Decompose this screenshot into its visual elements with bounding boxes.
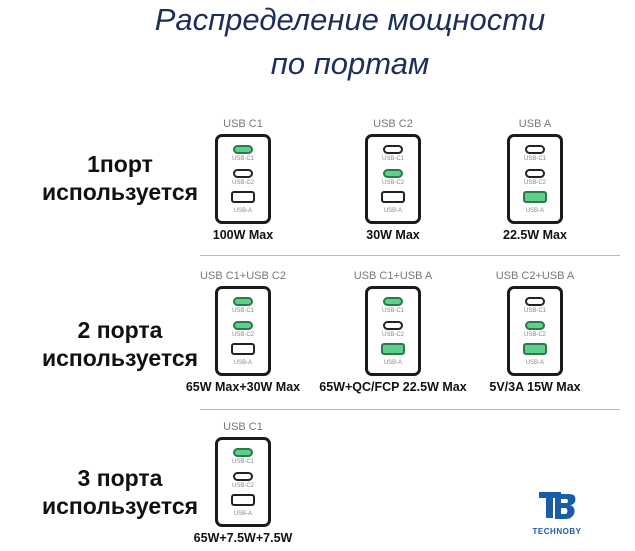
config-header: USB C1 bbox=[223, 421, 263, 433]
config-header: USB A bbox=[518, 118, 552, 130]
usb-c1-port-icon bbox=[233, 297, 253, 306]
usb-c2-port-icon bbox=[525, 321, 545, 330]
port-label: USB-C1 bbox=[523, 308, 546, 314]
port-label: USB-A bbox=[383, 208, 403, 214]
charger-body: USB-C1 USB-C2 USB-A bbox=[365, 134, 421, 224]
charger-body: USB-C1 USB-C2 USB-A bbox=[507, 134, 563, 224]
port-label: USB-C2 bbox=[231, 180, 254, 186]
row-label-line: используется bbox=[41, 345, 199, 371]
usb-a-port-icon bbox=[381, 343, 405, 355]
port-label: USB-C1 bbox=[381, 308, 404, 314]
port-label: USB-A bbox=[525, 360, 545, 366]
port-label: USB-C2 bbox=[231, 483, 254, 489]
usb-a-port-icon bbox=[231, 494, 255, 506]
config-header: USB C1+USB C2 bbox=[200, 270, 286, 282]
usb-c1-port-icon bbox=[525, 297, 545, 306]
port-label: USB-C2 bbox=[381, 332, 404, 338]
port-label: USB-A bbox=[233, 208, 253, 214]
usb-a-port-icon bbox=[523, 343, 547, 355]
charger-body: USB-C1 USB-C2 USB-A bbox=[215, 437, 271, 527]
usb-c2-port-icon bbox=[233, 169, 253, 178]
usb-c1-port-icon bbox=[233, 448, 253, 457]
power-caption: 65W+QC/FCP 22.5W Max bbox=[319, 380, 467, 394]
row-label-line: используется bbox=[41, 493, 199, 519]
charger-body: USB-C1 USB-C2 USB-A bbox=[365, 286, 421, 376]
config-header: USB C2 bbox=[373, 118, 413, 130]
usb-c2-port-icon bbox=[525, 169, 545, 178]
charger-body: USB-C1 USB-C2 USB-A bbox=[507, 286, 563, 376]
row-divider bbox=[200, 409, 620, 410]
charger-diagram: USB C1+USB A USB-C1 USB-C2 USB-A 65W+QC/… bbox=[318, 270, 468, 394]
charger-diagram: USB C1 USB-C1 USB-C2 USB-A 100W Max bbox=[168, 118, 318, 242]
port-label: USB-C1 bbox=[381, 156, 404, 162]
port-label: USB-C1 bbox=[231, 308, 254, 314]
power-caption: 65W+7.5W+7.5W bbox=[193, 531, 293, 545]
port-label: USB-A bbox=[233, 511, 253, 517]
power-caption: 5V/3A 15W Max bbox=[489, 380, 581, 394]
charger-body: USB-C1 USB-C2 USB-A bbox=[215, 286, 271, 376]
logo-text: TECHNOBY bbox=[532, 527, 582, 536]
port-label: USB-A bbox=[383, 360, 403, 366]
charger-diagram: USB A USB-C1 USB-C2 USB-A 22.5W Max bbox=[460, 118, 610, 242]
port-label: USB-C1 bbox=[231, 156, 254, 162]
row-divider bbox=[200, 255, 620, 256]
usb-c2-port-icon bbox=[383, 321, 403, 330]
row-label-line: используется bbox=[41, 179, 199, 205]
power-caption: 22.5W Max bbox=[503, 228, 567, 242]
port-label: USB-C2 bbox=[523, 332, 546, 338]
technoby-logo: TECHNOBY bbox=[522, 488, 592, 536]
power-caption: 100W Max bbox=[212, 228, 274, 242]
power-caption: 65W Max+30W Max bbox=[185, 380, 301, 394]
row-label-line: 3 порта bbox=[77, 465, 163, 491]
title-line-2: по портам bbox=[270, 46, 430, 81]
usb-c2-port-icon bbox=[233, 472, 253, 481]
row-label-line: 1порт bbox=[87, 151, 153, 177]
tb-logo-icon bbox=[539, 492, 576, 519]
usb-a-port-icon bbox=[381, 191, 405, 203]
port-label: USB-C1 bbox=[231, 459, 254, 465]
usb-a-port-icon bbox=[231, 191, 255, 203]
usb-a-port-icon bbox=[231, 343, 255, 355]
usb-a-port-icon bbox=[523, 191, 547, 203]
charger-diagram: USB C1+USB C2 USB-C1 USB-C2 USB-A 65W Ma… bbox=[168, 270, 318, 394]
port-label: USB-A bbox=[525, 208, 545, 214]
charger-diagram: USB C1 USB-C1 USB-C2 USB-A 65W+7.5W+7.5W bbox=[168, 421, 318, 545]
usb-c2-port-icon bbox=[383, 169, 403, 178]
usb-c1-port-icon bbox=[383, 297, 403, 306]
charger-body: USB-C1 USB-C2 USB-A bbox=[215, 134, 271, 224]
port-label: USB-A bbox=[233, 360, 253, 366]
usb-c2-port-icon bbox=[233, 321, 253, 330]
port-label: USB-C2 bbox=[381, 180, 404, 186]
config-header: USB C1+USB A bbox=[353, 270, 433, 282]
title-line-1: Распределение мощности bbox=[154, 2, 546, 37]
power-caption: 30W Max bbox=[366, 228, 420, 242]
usb-c1-port-icon bbox=[233, 145, 253, 154]
row-label-line: 2 порта bbox=[77, 317, 163, 343]
config-header: USB C1 bbox=[223, 118, 263, 130]
port-label: USB-C2 bbox=[231, 332, 254, 338]
config-header: USB C2+USB A bbox=[495, 270, 575, 282]
charger-diagram: USB C2 USB-C1 USB-C2 USB-A 30W Max bbox=[318, 118, 468, 242]
usb-c1-port-icon bbox=[383, 145, 403, 154]
port-label: USB-C1 bbox=[523, 156, 546, 162]
charger-diagram: USB C2+USB A USB-C1 USB-C2 USB-A 5V/3A 1… bbox=[460, 270, 610, 394]
usb-c1-port-icon bbox=[525, 145, 545, 154]
port-label: USB-C2 bbox=[523, 180, 546, 186]
